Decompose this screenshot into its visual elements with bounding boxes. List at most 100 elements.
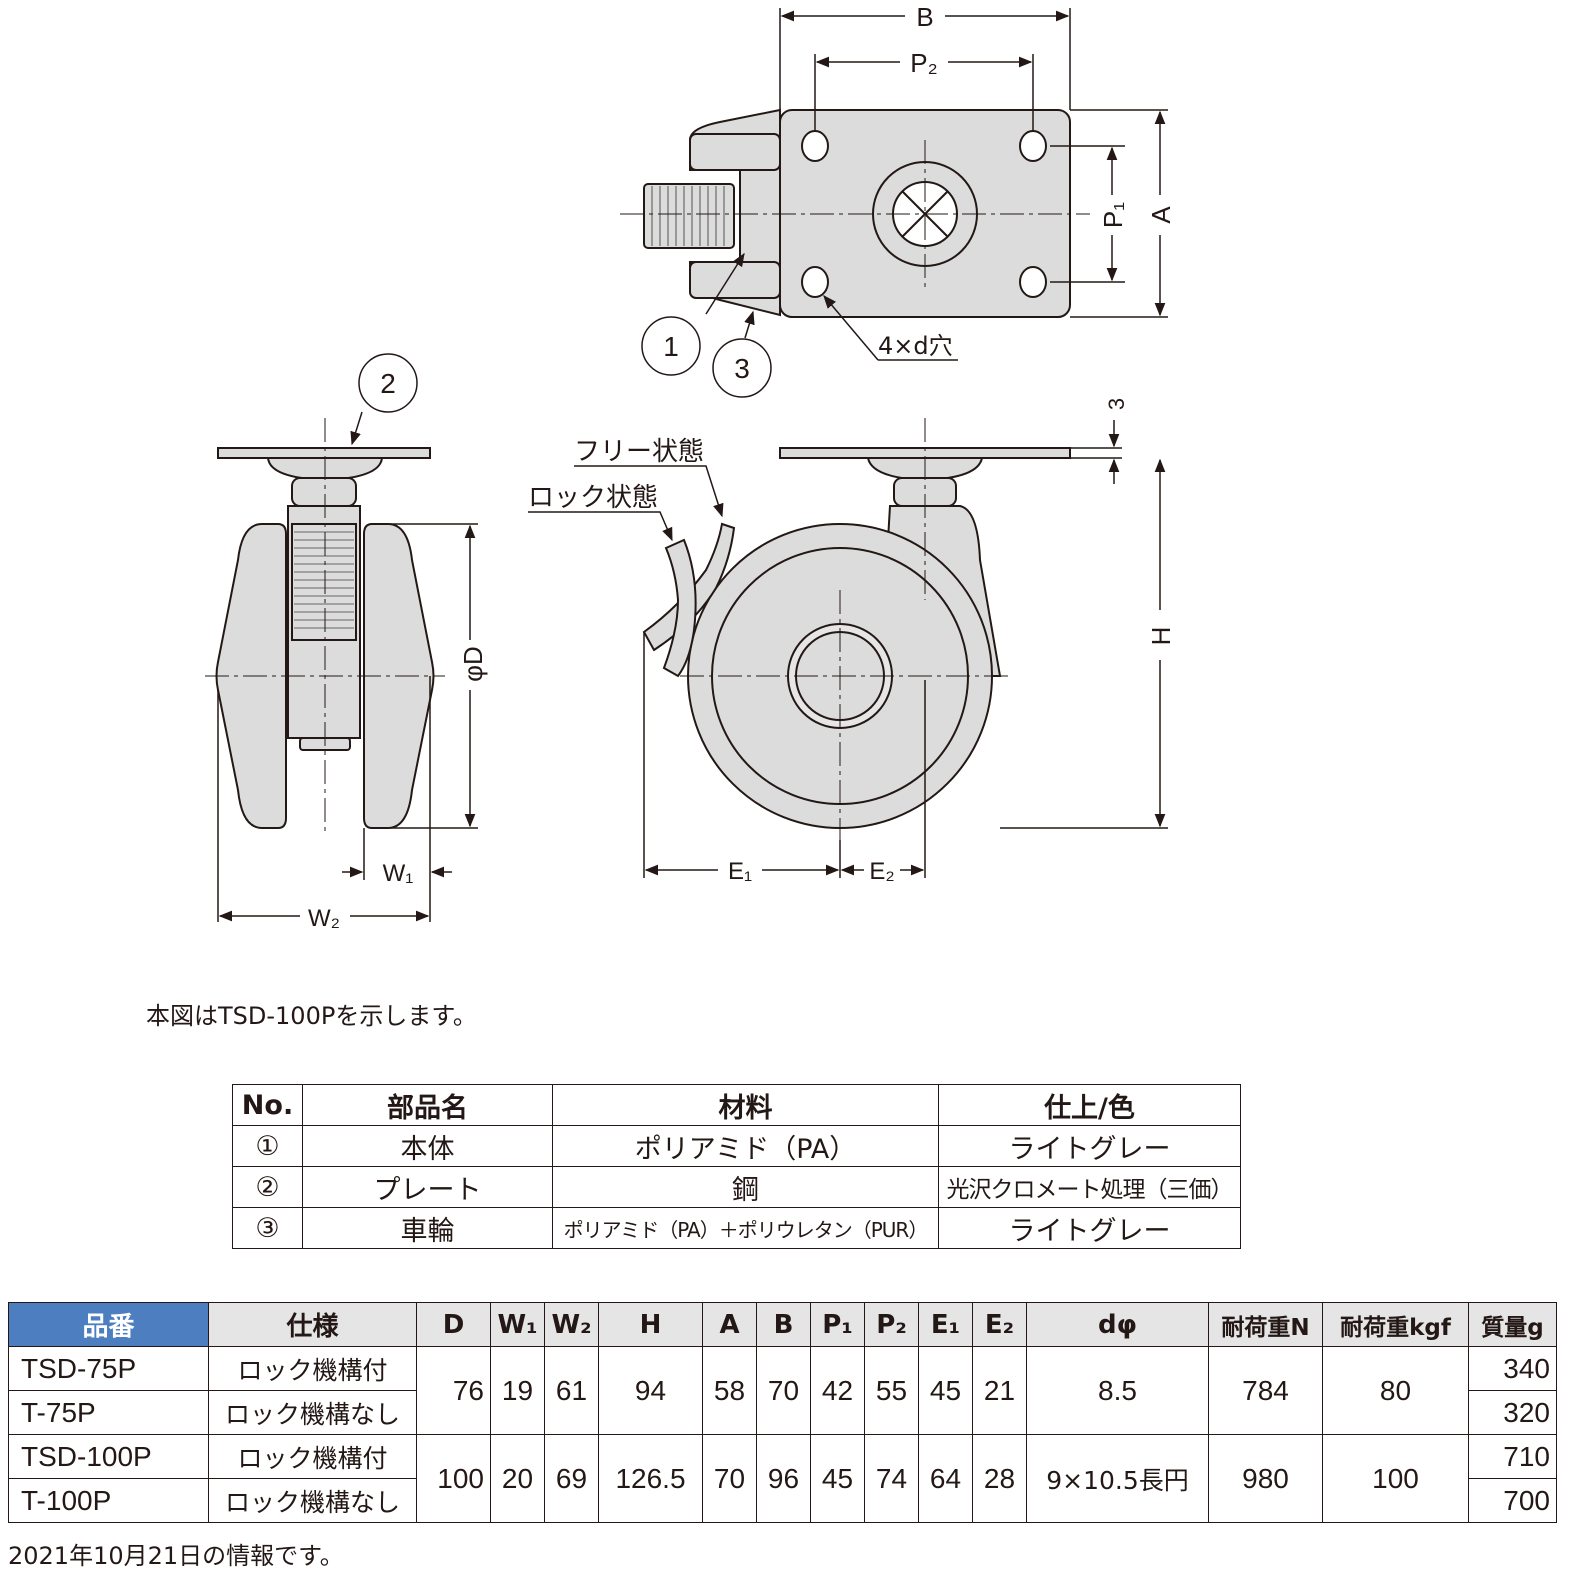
part-number: T-75P [8, 1390, 209, 1435]
value-mass: 320 [1468, 1390, 1557, 1435]
value-P2: 74 [864, 1434, 919, 1523]
part-material: 鋼 [552, 1166, 939, 1208]
value-E2: 28 [972, 1434, 1027, 1523]
table-row: ③ 車輪 ポリアミド（PA）＋ポリウレタン（PUR） ライトグレー [232, 1207, 1241, 1249]
front-view [215, 447, 435, 829]
table-row: ① 本体 ポリアミド（PA） ライトグレー [232, 1125, 1241, 1167]
spec-value: ロック機構付 [208, 1434, 417, 1479]
part-finish: ライトグレー [938, 1125, 1241, 1167]
spec-header-E1: E₁ [918, 1302, 973, 1347]
value-loadN: 784 [1208, 1346, 1323, 1435]
part-no: ① [232, 1125, 303, 1167]
spec-header-P1: P₁ [810, 1302, 865, 1347]
value-P2: 55 [864, 1346, 919, 1435]
dim-label-P2: P₂ [910, 48, 937, 78]
value-B: 70 [756, 1346, 811, 1435]
table-row: T-100P ロック機構なし 700 [8, 1478, 1557, 1523]
spec-table: 品番 仕様 D W₁ W₂ H A B P₁ P₂ E₁ E₂ dφ 耐荷重N … [8, 1302, 1557, 1523]
spec-header-E2: E₂ [972, 1302, 1027, 1347]
spec-header-spec: 仕様 [208, 1302, 417, 1347]
dim-label-E1: E₁ [728, 858, 752, 885]
front-view-dimensions [217, 411, 478, 922]
side-view [642, 447, 1071, 829]
parts-header-name: 部品名 [302, 1084, 553, 1126]
spec-header-loadN: 耐荷重N [1208, 1302, 1323, 1347]
part-material: ポリアミド（PA）＋ポリウレタン（PUR） [552, 1207, 939, 1249]
part-no: ③ [232, 1207, 303, 1249]
callout-3-circle [712, 338, 772, 398]
dim-label-3: 3 [1104, 398, 1129, 410]
value-P1: 42 [810, 1346, 865, 1435]
value-A: 58 [702, 1346, 757, 1435]
callout-1-circle [641, 316, 701, 376]
value-W2: 69 [544, 1434, 599, 1523]
dim-label-W2: W₂ [308, 905, 340, 932]
top-view-knurl [651, 186, 725, 246]
value-D: 76 [416, 1346, 491, 1435]
top-view-centerlines [620, 140, 1090, 290]
value-E1: 64 [918, 1434, 973, 1523]
value-W1: 19 [490, 1346, 545, 1435]
spec-value: ロック機構なし [208, 1390, 417, 1435]
value-A: 70 [702, 1434, 757, 1523]
caster-technical-drawing: B P₂ P₁ A 1 3 2 4×d穴 フリー状態 ロック状態 3 H φD … [205, 2, 1176, 932]
table-row: ② プレート 鋼 光沢クロメート処理（三価） [232, 1166, 1241, 1208]
spec-value: ロック機構なし [208, 1478, 417, 1523]
part-finish: 光沢クロメート処理（三価） [938, 1166, 1241, 1208]
figure-caption: 本図はTSD-100Pを示します。 [146, 1002, 477, 1030]
value-mass: 700 [1468, 1478, 1557, 1523]
side-view-centerlines [680, 418, 1010, 840]
front-view-centerlines [205, 418, 445, 836]
table-row: TSD-100P ロック機構付 100 20 69 126.5 70 96 45… [8, 1434, 1557, 1523]
part-number: TSD-75P [8, 1346, 209, 1391]
spec-header-mass: 質量g [1468, 1302, 1557, 1347]
value-loadKgf: 80 [1322, 1346, 1469, 1435]
value-P1: 45 [810, 1434, 865, 1523]
value-mass: 710 [1468, 1434, 1557, 1479]
dim-label-H: H [1146, 627, 1176, 646]
spec-value: ロック機構付 [208, 1346, 417, 1391]
callout-2-label: 2 [380, 368, 396, 399]
dim-label-B: B [916, 2, 933, 32]
part-number: TSD-100P [8, 1434, 209, 1479]
value-E1: 45 [918, 1346, 973, 1435]
front-view-knurl [294, 531, 354, 629]
part-no: ② [232, 1166, 303, 1208]
top-view-dimensions [705, 8, 1168, 361]
value-D: 100 [416, 1434, 491, 1523]
value-d: 8.5 [1026, 1346, 1209, 1435]
value-E2: 21 [972, 1346, 1027, 1435]
callout-3-label: 3 [734, 353, 750, 384]
free-state-label: フリー状態 [574, 437, 704, 467]
side-view-dimensions [528, 420, 1168, 878]
parts-table: No. 部品名 材料 仕上/色 ① 本体 ポリアミド（PA） ライトグレー ② … [232, 1084, 1241, 1249]
part-finish: ライトグレー [938, 1207, 1241, 1249]
spec-header-D: D [416, 1302, 491, 1347]
dim-label-W1: W₁ [383, 860, 414, 887]
value-W1: 20 [490, 1434, 545, 1523]
part-name: 本体 [302, 1125, 553, 1167]
callout-2-circle [358, 353, 418, 413]
spec-header-d: dφ [1026, 1302, 1209, 1347]
value-loadN: 980 [1208, 1434, 1323, 1523]
parts-header-row: No. 部品名 材料 仕上/色 [232, 1084, 1241, 1126]
part-number: T-100P [8, 1478, 209, 1523]
spec-header-part: 品番 [8, 1302, 209, 1347]
lock-state-label: ロック状態 [528, 483, 658, 513]
spec-header-loadKgf: 耐荷重kgf [1322, 1302, 1469, 1347]
value-W2: 61 [544, 1346, 599, 1435]
spec-header-W1: W₁ [490, 1302, 545, 1347]
value-d: 9×10.5長円 [1026, 1434, 1209, 1523]
value-H: 94 [598, 1346, 703, 1435]
part-name: 車輪 [302, 1207, 553, 1249]
part-material: ポリアミド（PA） [552, 1125, 939, 1167]
value-H: 126.5 [598, 1434, 703, 1523]
dim-label-P1: P₁ [1098, 202, 1128, 228]
value-B: 96 [756, 1434, 811, 1523]
spec-header-A: A [702, 1302, 757, 1347]
value-mass: 340 [1468, 1346, 1557, 1391]
spec-header-B: B [756, 1302, 811, 1347]
hole-label: 4×d穴 [878, 332, 953, 360]
parts-header-no: No. [232, 1084, 303, 1126]
spec-header-row: 品番 仕様 D W₁ W₂ H A B P₁ P₂ E₁ E₂ dφ 耐荷重N … [8, 1302, 1557, 1347]
